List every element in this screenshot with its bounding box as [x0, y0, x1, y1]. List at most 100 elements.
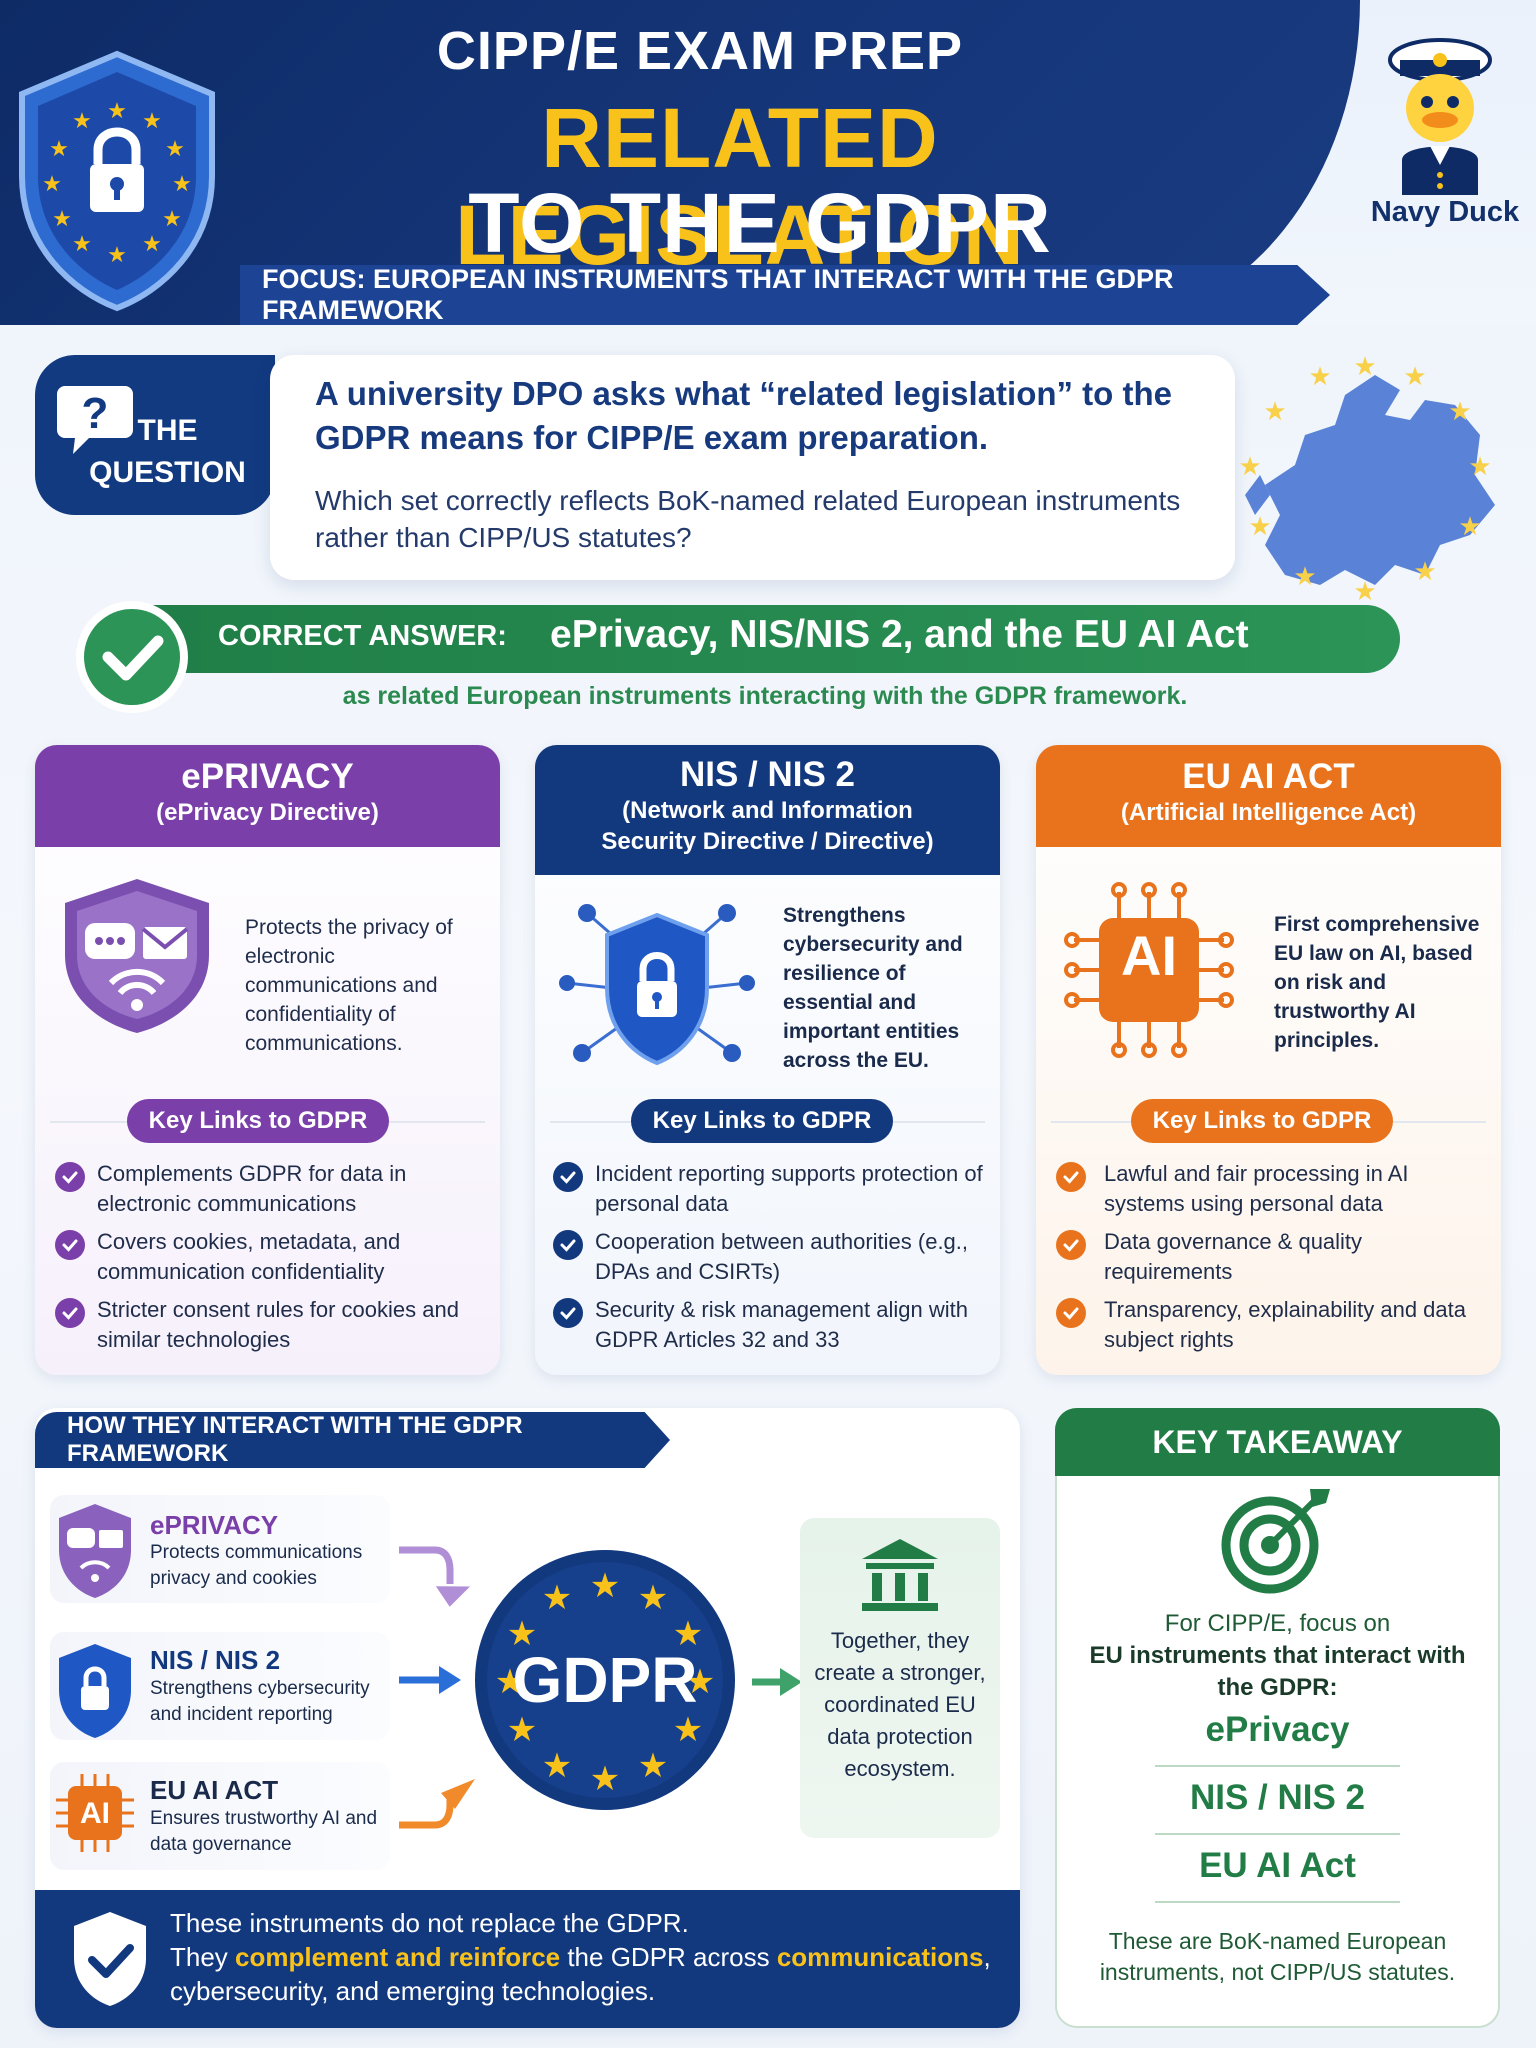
interaction-nis-text: Strengthens cybersecurity and incident r…	[150, 1678, 370, 1725]
arrow-right-icon	[399, 1666, 461, 1694]
svg-text:★: ★	[1248, 512, 1271, 542]
shield-check-icon	[74, 1912, 146, 2006]
svg-text:★: ★	[673, 1710, 703, 1750]
nis-lock-shield-icon	[59, 1644, 131, 1738]
eprivacy-shield-icon	[59, 1504, 131, 1598]
check-icon	[553, 1230, 583, 1260]
nis-card-header: NIS / NIS 2 (Network and Information Sec…	[535, 745, 1000, 875]
question-card	[270, 355, 1235, 580]
question-label-line1: THE	[137, 414, 198, 447]
nis-card: NIS / NIS 2 (Network and Information Sec…	[535, 745, 1000, 1375]
key-takeaway-panel	[1055, 1408, 1500, 2028]
divider	[1155, 1901, 1400, 1903]
arrow-right-icon	[399, 1779, 475, 1829]
svg-text:★: ★	[107, 243, 127, 268]
svg-text:★: ★	[1353, 352, 1376, 382]
question-label-line2: QUESTION	[89, 456, 246, 489]
ai-act-card-header: EU AI ACT (Artificial Intelligence Act)	[1036, 745, 1501, 847]
check-circle-icon	[76, 601, 188, 713]
svg-text:★: ★	[590, 1566, 620, 1606]
shield-chat-mail-wifi-icon	[65, 879, 209, 1033]
ai-act-link-item: Transparency, explainability and data su…	[1104, 1297, 1466, 1352]
question-bubble-icon: ?	[57, 386, 133, 454]
svg-text:★: ★	[495, 1662, 525, 1702]
together-box	[800, 1518, 1000, 1838]
interaction-heading: HOW THEY INTERACT WITH THE GDPR FRAMEWOR…	[35, 1412, 670, 1468]
interaction-eprivacy-title: ePRIVACY	[150, 1510, 279, 1540]
ai-chip-small-icon	[56, 1774, 134, 1852]
svg-text:★: ★	[1458, 512, 1481, 542]
eprivacy-link-item: Covers cookies, metadata, and communicat…	[97, 1229, 401, 1284]
nis-card-subtitle-line2: Security Directive / Directive)	[601, 828, 934, 855]
bottom-note-line1: These instruments do not replace the GDP…	[170, 1908, 689, 1938]
navy-duck-mascot-icon	[1388, 38, 1492, 195]
header-title-line2: TO THE GDPR	[468, 176, 1052, 270]
interaction-ai-title: EU AI ACT	[150, 1775, 279, 1805]
shield-network-lock-icon	[559, 904, 755, 1066]
answer-subtext: as related European instruments interact…	[342, 682, 1188, 710]
gdpr-eu-stars-icon: ★★★ ★★★ ★★★ ★★★	[475, 1550, 735, 1810]
svg-text:★: ★	[638, 1578, 668, 1618]
nis-link-item: Security & risk management align with GD…	[595, 1297, 968, 1352]
svg-text:★: ★	[590, 1759, 620, 1799]
bottom-note-highlight1: complement and reinforce	[235, 1942, 561, 1972]
arrow-right-icon	[399, 1546, 471, 1607]
takeaway-footnote: These are BoK-named European instruments…	[1099, 1928, 1456, 1985]
header-subtitle: CIPP/E EXAM PREP	[436, 21, 964, 81]
svg-text:?: ?	[82, 389, 109, 438]
takeaway-text: For CIPP/E, focus on EU instruments that…	[1075, 1608, 1480, 1704]
takeaway-text-pre: For CIPP/E, focus on	[1164, 1610, 1391, 1637]
check-icon	[553, 1162, 583, 1192]
brand-label: Navy Duck	[1370, 196, 1520, 228]
check-icon	[55, 1298, 85, 1328]
question-text: Which set correctly reflects BoK-named r…	[315, 485, 1181, 553]
svg-text:★: ★	[42, 172, 62, 197]
nis-link-item: Cooperation between authorities (e.g., D…	[595, 1229, 969, 1284]
check-icon	[1056, 1230, 1086, 1260]
check-icon	[55, 1162, 85, 1192]
svg-text:★: ★	[72, 109, 92, 134]
check-icon	[553, 1298, 583, 1328]
question-title: A university DPO asks what “related legi…	[315, 375, 1173, 456]
target-arrow-icon	[1221, 1489, 1330, 1594]
ai-act-card: EU AI ACT (Artificial Intelligence Act) …	[1036, 745, 1501, 1375]
focus-banner: FOCUS: EUROPEAN INSTRUMENTS THAT INTERAC…	[240, 265, 1330, 325]
svg-text:★: ★	[1238, 452, 1261, 482]
svg-text:★: ★	[162, 207, 182, 232]
interaction-nis-title: NIS / NIS 2	[150, 1645, 281, 1675]
eprivacy-link-item: Complements GDPR for data in electronic …	[97, 1161, 407, 1216]
svg-text:★: ★	[72, 232, 92, 257]
svg-text:★: ★	[638, 1746, 668, 1786]
svg-text:★: ★	[165, 137, 185, 162]
svg-text:★: ★	[172, 172, 192, 197]
svg-text:★: ★	[1468, 452, 1491, 482]
ai-act-card-subtitle: (Artificial Intelligence Act)	[1120, 799, 1417, 826]
together-text: Together, they create a stronger, coordi…	[814, 1628, 986, 1781]
takeaway-item-ai-act: EU AI Act	[1199, 1846, 1356, 1885]
svg-text:★: ★	[685, 1662, 715, 1702]
svg-text:★: ★	[49, 137, 69, 162]
svg-text:★: ★	[1293, 562, 1316, 592]
divider	[1155, 1765, 1400, 1767]
eprivacy-key-links-pill: Key Links to GDPR	[127, 1099, 389, 1143]
svg-text:★: ★	[52, 207, 72, 232]
interaction-ai-text: Ensures trustworthy AI and data governan…	[150, 1808, 378, 1855]
svg-text:★: ★	[507, 1614, 537, 1654]
svg-text:★: ★	[1403, 362, 1426, 392]
bottom-note-post: , cybersecurity, and emerging technologi…	[170, 1942, 991, 2006]
question-label: THE QUESTION	[85, 410, 250, 494]
svg-text:★: ★	[142, 232, 162, 257]
ai-act-description: First comprehensive EU law on AI, based …	[1274, 913, 1480, 1052]
ai-act-key-links-pill: Key Links to GDPR	[1131, 1099, 1393, 1143]
nis-description: Strengthens cybersecurity and resilience…	[783, 904, 963, 1072]
interaction-eprivacy-text: Protects communications privacy and cook…	[150, 1542, 363, 1589]
gdpr-label: GDPR	[512, 1644, 698, 1716]
eu-shield-lock-icon: ★★★ ★★★ ★★★ ★★★	[19, 50, 215, 312]
nis-card-subtitle-line1: (Network and Information	[622, 797, 913, 824]
eprivacy-link-item: Stricter consent rules for cookies and s…	[97, 1297, 459, 1352]
bottom-note-text: These instruments do not replace the GDP…	[170, 1906, 1010, 2008]
bottom-note-mid: the GDPR across	[560, 1942, 777, 1972]
eprivacy-description: Protects the privacy of electronic commu…	[245, 916, 453, 1055]
svg-text:★: ★	[142, 109, 162, 134]
takeaway-item-eprivacy: ePrivacy	[1205, 1710, 1350, 1749]
